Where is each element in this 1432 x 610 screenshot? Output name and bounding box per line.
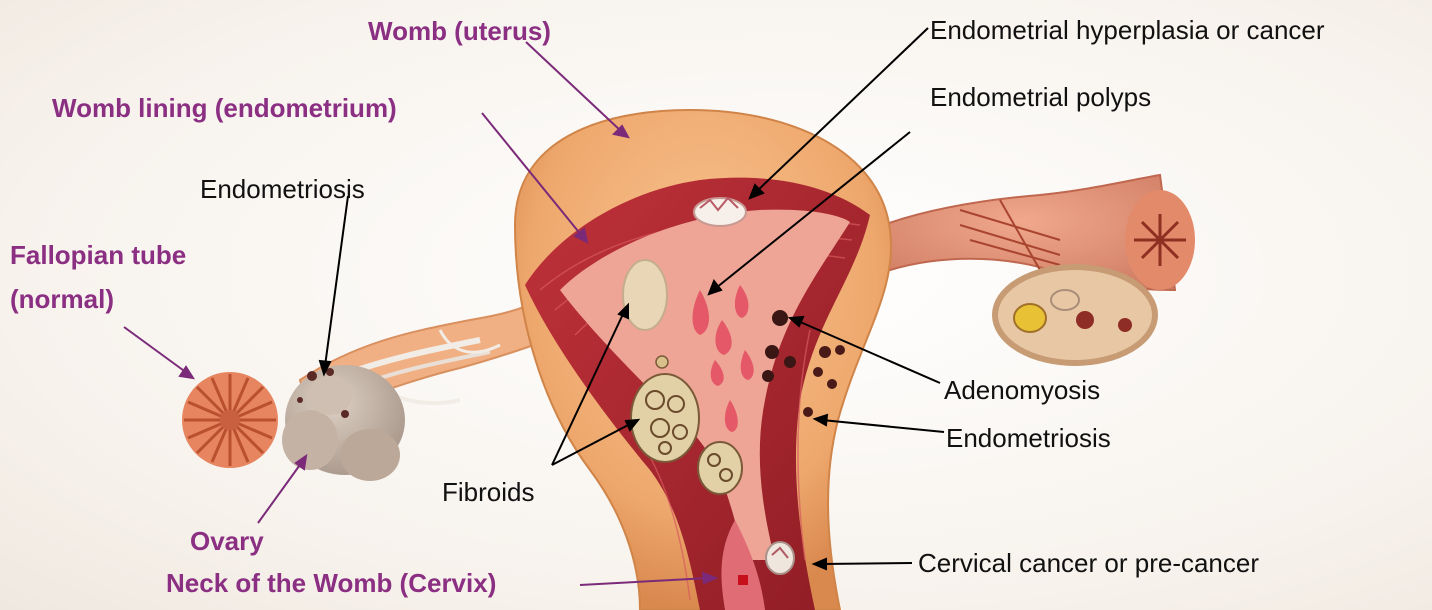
hyperplasia-lesion bbox=[694, 198, 746, 226]
label-adenomyosis: Adenomyosis bbox=[944, 375, 1100, 405]
label-endometriosis-right: Endometriosis bbox=[946, 423, 1111, 453]
label-womb-uterus: Womb (uterus) bbox=[368, 16, 551, 46]
label-ovary: Ovary bbox=[190, 526, 264, 556]
left-fimbriae bbox=[182, 372, 278, 468]
label-fibroids: Fibroids bbox=[442, 477, 534, 507]
label-endometriosis-left: Endometriosis bbox=[200, 174, 365, 204]
label-womb-lining: Womb lining (endometrium) bbox=[52, 93, 397, 123]
uterus-body bbox=[515, 110, 891, 610]
label-cervical-cancer: Cervical cancer or pre-cancer bbox=[918, 548, 1259, 578]
label-fallopian-tube-normal: (normal) bbox=[10, 284, 114, 314]
label-cervix: Neck of the Womb (Cervix) bbox=[166, 568, 496, 598]
label-endometrial-polyps: Endometrial polyps bbox=[930, 82, 1151, 112]
large-polyp bbox=[623, 260, 667, 330]
right-ovary bbox=[995, 267, 1155, 363]
label-fallopian-tube: Fallopian tube bbox=[10, 240, 186, 270]
label-endometrial-hyperplasia: Endometrial hyperplasia or cancer bbox=[930, 15, 1325, 45]
